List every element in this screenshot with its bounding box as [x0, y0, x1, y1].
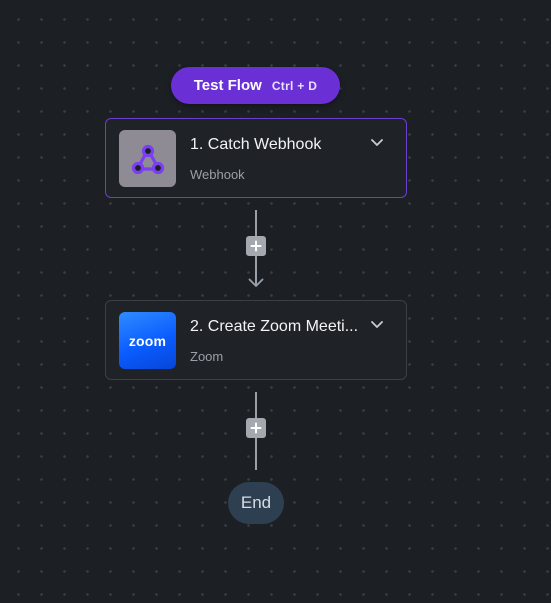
- arrow-down-icon: [248, 278, 264, 287]
- step-title: 1. Catch Webhook: [190, 136, 322, 153]
- test-flow-shortcut: Ctrl + D: [271, 78, 318, 93]
- step-subtitle: Webhook: [190, 167, 245, 182]
- end-label: End: [240, 493, 272, 512]
- add-step-button[interactable]: [246, 418, 266, 438]
- step-card-catch-webhook[interactable]: 1. Catch Webhook Webhook: [105, 118, 407, 198]
- add-step-button[interactable]: [246, 236, 266, 256]
- chevron-down-icon[interactable]: [370, 320, 384, 330]
- step-subtitle: Zoom: [190, 349, 224, 364]
- test-flow-label: Test Flow: [193, 77, 262, 94]
- plus-icon: [250, 422, 262, 434]
- end-node: End: [228, 482, 284, 524]
- plus-icon: [250, 240, 262, 252]
- step-card-create-zoom-meeting[interactable]: zoom 2. Create Zoom Meeti... Zoom: [105, 300, 407, 380]
- webhook-icon-tile: [119, 130, 176, 187]
- test-flow-button[interactable]: Test Flow Ctrl + D: [171, 67, 340, 104]
- step-title: 2. Create Zoom Meeti...: [190, 318, 359, 335]
- zoom-icon-tile: zoom: [119, 312, 176, 369]
- webhook-icon: [131, 144, 164, 174]
- chevron-down-icon[interactable]: [370, 138, 384, 148]
- zoom-icon: zoom: [128, 332, 167, 349]
